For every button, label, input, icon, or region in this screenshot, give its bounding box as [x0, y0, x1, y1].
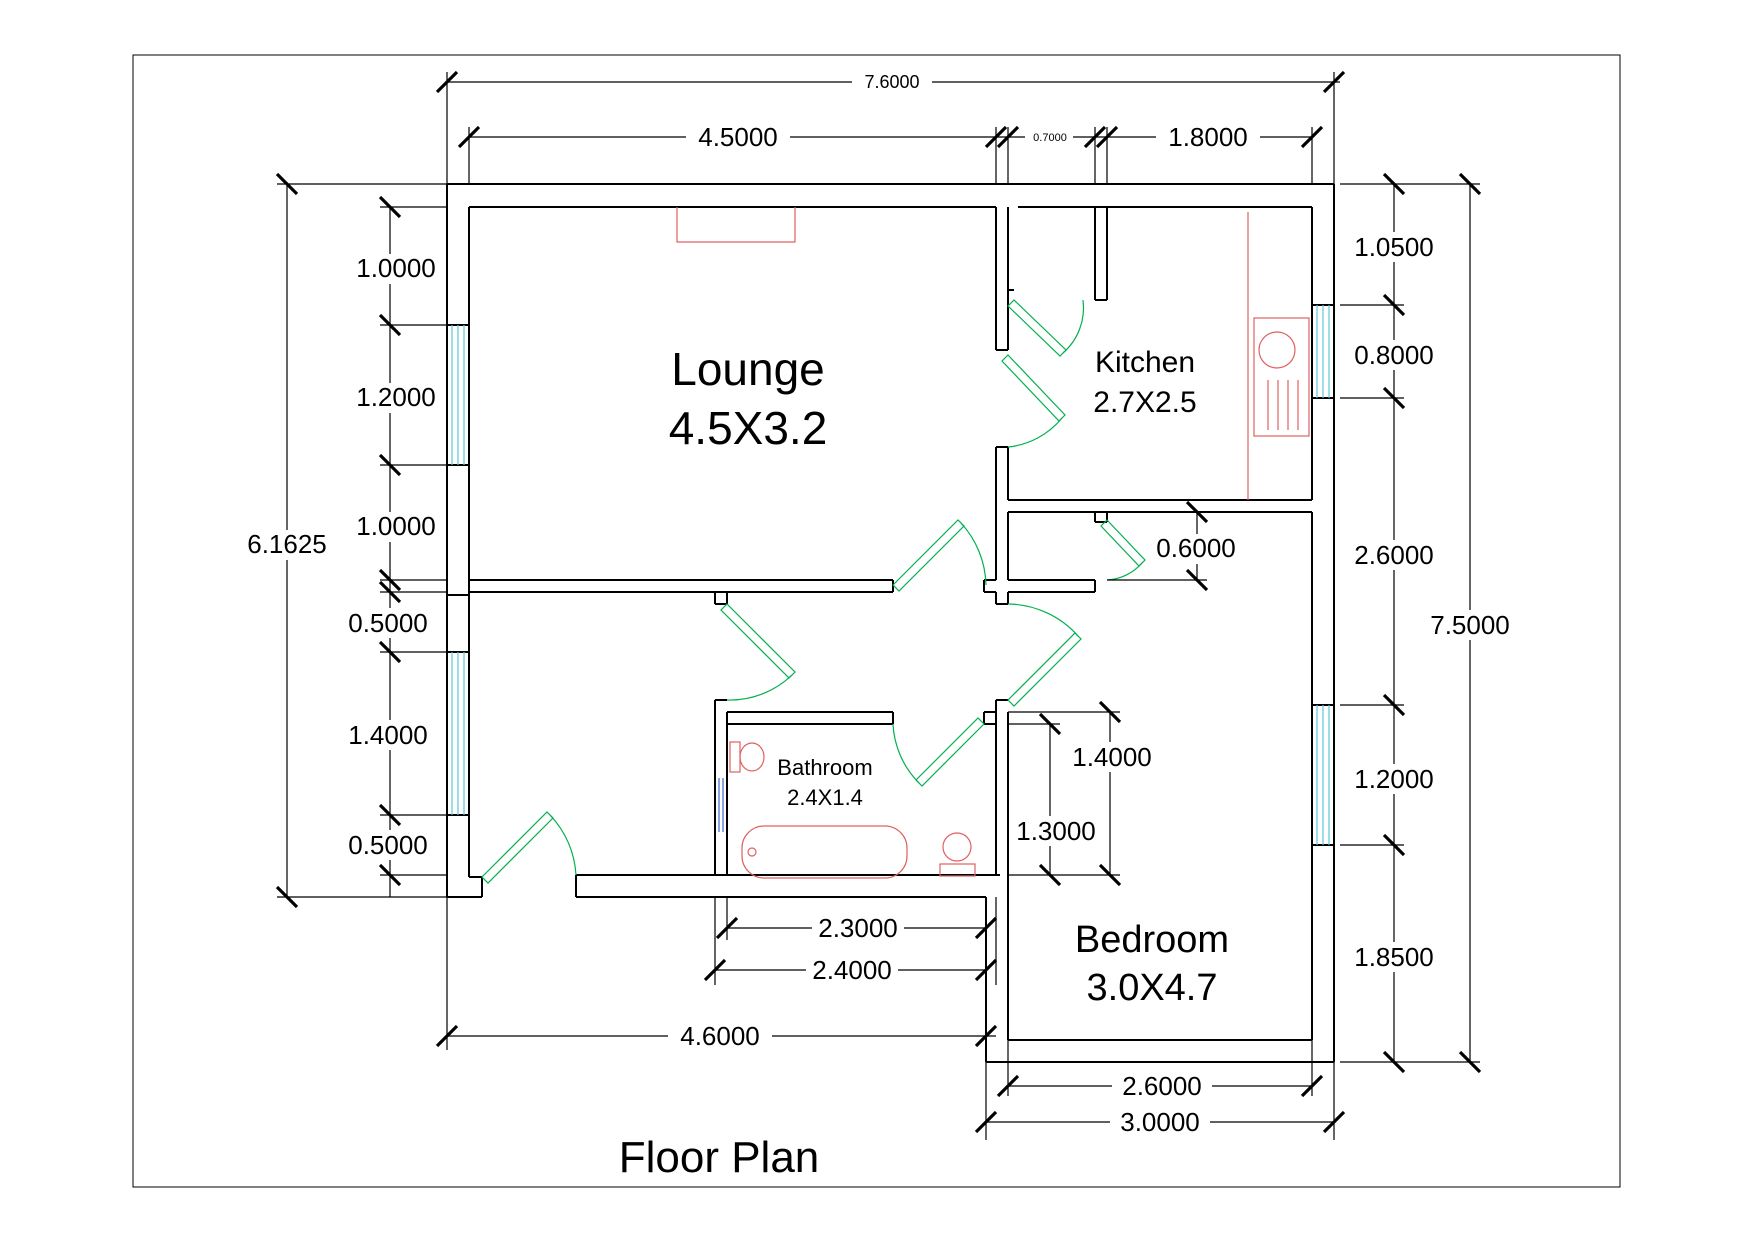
dim-left-seg-2: 1.2000 [356, 382, 436, 412]
dim-cupboard-door: 0.6000 [1156, 533, 1236, 563]
windows [451, 305, 1330, 845]
dim-right-seg-4: 1.2000 [1354, 764, 1434, 794]
dim-overall-width: 7.6000 [864, 72, 919, 92]
room-bedroom-name: Bedroom [1075, 919, 1229, 961]
sheet-border [132, 54, 1621, 1188]
doors [481, 299, 1146, 884]
dim-front-width: 4.6000 [680, 1021, 760, 1051]
dim-passage-width: 0.7000 [1033, 132, 1067, 144]
dimension-lines [275, 70, 1482, 1140]
walls [446, 183, 1335, 1063]
dimension-labels: 7.6000 4.5000 0.7000 1.8000 6.1625 1.000… [236, 70, 1516, 1137]
dim-left-seg-3: 1.0000 [356, 511, 436, 541]
dim-lounge-width: 4.5000 [698, 122, 778, 152]
dim-right-seg-2: 0.8000 [1354, 340, 1434, 370]
page-title: Floor Plan [619, 1133, 820, 1182]
dim-kitchen-right-width: 1.8000 [1168, 122, 1248, 152]
dim-left-seg-6: 0.5000 [348, 830, 428, 860]
dim-left-seg-5: 1.4000 [348, 720, 428, 750]
room-kitchen-size: 2.7X2.5 [1093, 386, 1196, 419]
fixtures [676, 207, 1310, 879]
room-bathroom-name: Bathroom [777, 755, 872, 780]
dim-left-seg-1: 1.0000 [356, 253, 436, 283]
dim-left-height: 6.1625 [247, 529, 327, 559]
room-lounge-name: Lounge [671, 343, 825, 395]
dim-bath-height-outer: 1.4000 [1072, 742, 1152, 772]
dim-bedroom-outer-width: 3.0000 [1120, 1107, 1200, 1137]
room-labels: Lounge 4.5X3.2 Kitchen 2.7X2.5 Bathroom … [669, 343, 1229, 1009]
room-lounge-size: 4.5X3.2 [669, 402, 828, 454]
dim-left-seg-4: 0.5000 [348, 608, 428, 638]
dim-right-seg-3: 2.6000 [1354, 540, 1434, 570]
dim-right-seg-1: 1.0500 [1354, 232, 1434, 262]
dim-right-seg-5: 1.8500 [1354, 942, 1434, 972]
dim-bath-inner-width: 2.3000 [818, 913, 898, 943]
dim-bath-height-inner: 1.3000 [1016, 816, 1096, 846]
room-bathroom-size: 2.4X1.4 [787, 785, 863, 810]
room-bedroom-size: 3.0X4.7 [1087, 967, 1218, 1009]
dim-right-height: 7.5000 [1430, 610, 1510, 640]
dim-bath-outer-width: 2.4000 [812, 955, 892, 985]
room-kitchen-name: Kitchen [1095, 346, 1195, 379]
dim-bedroom-inner-width: 2.6000 [1122, 1071, 1202, 1101]
